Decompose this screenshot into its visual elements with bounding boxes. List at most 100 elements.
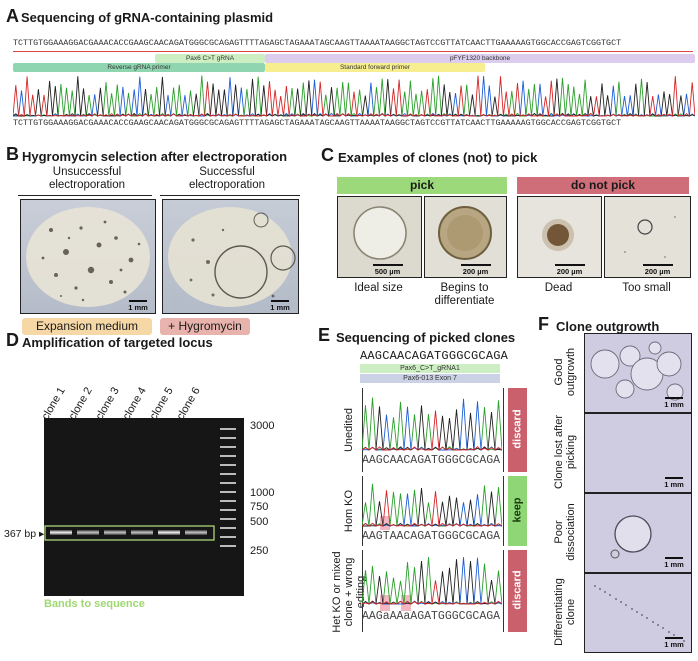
row-e2-frame xyxy=(362,476,504,546)
ladder-band xyxy=(220,545,236,547)
panel-f-title: Clone outgrowth xyxy=(556,319,660,334)
lane-label: clone 4 xyxy=(120,385,149,422)
verdict-e1: discard xyxy=(508,388,527,472)
row-e2-label: Hom KO xyxy=(343,489,355,533)
panel-b-title: Hygromycin selection after electroporati… xyxy=(22,149,288,164)
verdict-e2: keep xyxy=(508,476,527,546)
ladder-band xyxy=(220,482,236,484)
lane-label: clone 2 xyxy=(66,385,95,422)
band-size-text: 367 bp xyxy=(4,528,37,540)
outgrowth-label-box: Differentiating clone xyxy=(550,573,580,651)
trace-c xyxy=(362,398,502,451)
bands-note: Bands to sequence xyxy=(44,598,145,610)
verdict-e2-text: keep xyxy=(511,497,524,523)
gel-band xyxy=(131,530,153,535)
bottom-sequence: TCTTGTGGAAAGGACGAAACACCGAAGCAACAGATGGGCG… xyxy=(13,118,622,128)
verdict-e3: discard xyxy=(508,550,527,632)
gel-band xyxy=(158,530,180,535)
chromatogram-a-traces xyxy=(13,75,695,117)
outgrowth-scale: 1 mm xyxy=(662,557,686,569)
scale-b-right-label: 1 mm xyxy=(270,303,290,312)
scale-c1: 500 µm xyxy=(360,264,415,276)
panel-a-letter: A xyxy=(6,6,19,26)
ladder-band xyxy=(220,428,236,430)
outgrowth-scale: 1 mm xyxy=(662,477,686,489)
divider-right xyxy=(160,195,300,196)
lane-label: clone 5 xyxy=(147,385,176,422)
gel-bands xyxy=(50,530,207,535)
exon-track-e: Pax6-013 Exon 7 xyxy=(360,374,500,383)
row-e2-seq: AAGTAACAGATGGGCGCAGA xyxy=(362,530,501,543)
panel-e-letter: E xyxy=(318,325,331,345)
scale-b-left-label: 1 mm xyxy=(128,303,148,312)
outgrowth-scale-label: 1 mm xyxy=(664,640,684,649)
row-e1-seq: AAGCAACAGATGGGCGCAGA xyxy=(362,454,501,467)
outgrowth-image xyxy=(584,333,692,413)
ladder-band xyxy=(220,437,236,439)
ladder-band xyxy=(220,464,236,466)
ladder-band xyxy=(220,527,236,529)
trace-t xyxy=(13,75,695,117)
unsuccessful-caption: Unsuccessful electroporation xyxy=(48,166,126,191)
scale-c2: 200 µm xyxy=(448,264,503,276)
verdict-e3-text: discard xyxy=(511,570,524,610)
row-e2-label-box: Hom KO xyxy=(338,476,360,546)
row-e1-frame xyxy=(362,388,504,472)
gel-image xyxy=(44,418,244,596)
scale-c4-label: 200 µm xyxy=(644,267,671,276)
ladder-band xyxy=(220,518,236,520)
outgrowth-scale-label: 1 mm xyxy=(664,400,684,409)
outgrowth-scale: 1 mm xyxy=(662,397,686,409)
chromatogram-e2 xyxy=(362,483,502,527)
trace-a xyxy=(362,397,502,451)
panel-a-title: Sequencing of gRNA-containing plasmid xyxy=(21,10,274,25)
ladder-bands xyxy=(220,428,236,547)
chromatogram-e1 xyxy=(362,397,502,451)
trace-g xyxy=(362,488,502,527)
panel-d-letter: D xyxy=(6,330,19,350)
trace-a xyxy=(362,556,502,605)
trace-c xyxy=(362,557,502,605)
grna-track-e: Pax6_C>T_gRNA1 xyxy=(360,364,500,373)
forward-primer-track: Standard forward primer xyxy=(265,63,485,72)
panel-d-title: Amplification of targeted locus xyxy=(22,335,213,350)
pick-header: pick xyxy=(337,177,507,194)
chromatogram-e3-traces xyxy=(362,556,502,605)
row-e1-label: Unedited xyxy=(343,407,355,453)
ladder-band xyxy=(220,500,236,502)
divider-left xyxy=(18,195,152,196)
ladder-band xyxy=(220,509,236,511)
outgrowth-image xyxy=(584,573,692,653)
gel-band xyxy=(104,530,126,535)
outgrowth-label-box: Poor dissociation xyxy=(550,493,580,571)
lane-label: clone 6 xyxy=(174,385,203,422)
backbone-track: pFYF1320 backbone xyxy=(265,54,695,63)
ladder-label: 500 xyxy=(250,516,269,528)
row-e1-label-box: Unedited xyxy=(338,388,360,472)
sequence-ruler xyxy=(13,51,693,52)
ladder-label: 750 xyxy=(250,501,269,513)
verdict-e1-text: discard xyxy=(511,409,524,449)
trace-t xyxy=(362,410,502,451)
outgrowth-image xyxy=(584,413,692,493)
trace-g xyxy=(362,559,502,605)
trace-t xyxy=(362,490,502,527)
ladder-band xyxy=(220,455,236,457)
chromatogram-e2-traces xyxy=(362,483,502,527)
scale-c3-label: 200 µm xyxy=(556,267,583,276)
outgrowth-scale-label: 1 mm xyxy=(664,560,684,569)
gel-band xyxy=(77,530,99,535)
ladder-band xyxy=(220,536,236,538)
outgrowth-label-box: Clone lost after picking xyxy=(550,413,580,491)
outgrowth-label: Good outgrowth xyxy=(553,347,577,397)
outgrowth-scale-label: 1 mm xyxy=(664,480,684,489)
scale-b-right: 1 mm xyxy=(268,300,292,312)
scale-b-left: 1 mm xyxy=(126,300,150,312)
do-not-pick-header: do not pick xyxy=(517,177,689,194)
scale-c4: 200 µm xyxy=(630,264,685,276)
panel-c-letter: C xyxy=(321,145,334,165)
band-size-label: 367 bp ▸ xyxy=(4,528,45,540)
outgrowth-label: Differentiating clone xyxy=(553,578,577,646)
ladder-band xyxy=(220,446,236,448)
caption-small: Too small xyxy=(622,282,671,294)
